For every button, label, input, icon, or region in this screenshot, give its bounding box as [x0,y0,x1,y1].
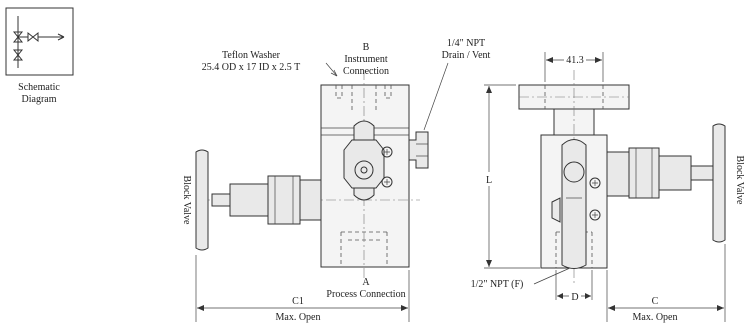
c-sub-label: Max. Open [633,312,678,323]
schematic-caption-2: Diagram [22,94,57,105]
schematic-symbol [12,16,65,68]
block-valve-symbol-icon [12,31,24,43]
schematic-caption-1: Schematic [18,82,60,93]
process-label: Process Connection [326,289,405,300]
depth-D-label: D [571,292,578,303]
width-41-label: 41.3 [566,55,584,66]
npt-half-label: 1/2" NPT (F) [471,279,524,290]
c1-label: C1 [292,296,304,307]
teflon-leader [325,62,338,77]
plug-icon [381,146,393,158]
c1-sub-label: Max. Open [276,312,321,323]
instrument-label-2: Connection [343,66,389,77]
flow-arrow-icon [57,33,65,41]
drain-leader [423,62,449,131]
teflon-label-1: Teflon Washer [222,50,281,61]
instrument-letter: B [363,42,370,53]
npt-leader [533,267,571,285]
instrument-label-1: Instrument [344,54,388,65]
drain-label-1: 1/4" NPT [447,38,485,49]
side-center-stem [561,139,587,269]
front-view: Teflon Washer 25.4 OD x 17 ID x 2.5 T B … [181,38,491,323]
teflon-label-2: 25.4 OD x 17 ID x 2.5 T [202,62,300,73]
drain-vent-fitting [408,131,429,169]
block-valve-left-label: Block Valve [181,176,192,226]
process-letter: A [362,277,370,288]
c-label: C [652,296,659,307]
side-view: Block Valve 41.3 L 1/2" NPT (F) D [471,52,745,323]
front-handwheel [195,149,209,251]
schematic-frame [5,7,74,76]
drain-label-2: Drain / Vent [442,50,491,61]
side-handwheel [712,123,726,243]
height-L-label: L [486,175,492,186]
vent-valve-symbol-icon [27,31,39,43]
block-valve-right-label: Block Valve [734,156,745,206]
schematic-box: Schematic Diagram [5,7,74,105]
